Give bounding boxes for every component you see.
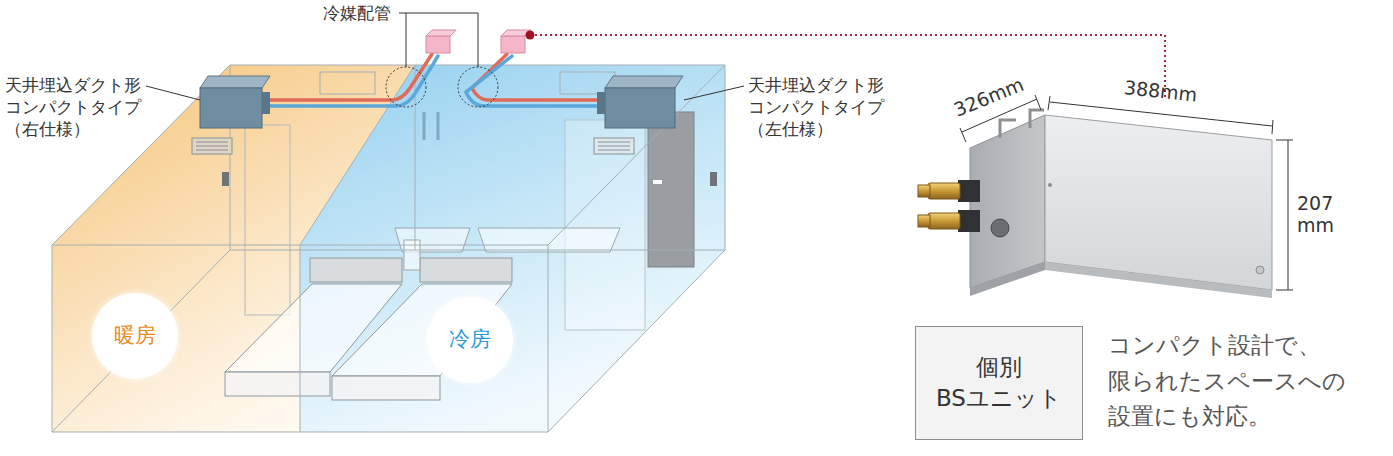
node-text: 個別 BSユニット (935, 352, 1064, 414)
dimension-label: 326mm (950, 71, 1030, 121)
heating-circle: 暖房 (92, 293, 178, 379)
unit-label: 天井埋込ダクト形 コンパクトタイプ （右仕様） (5, 74, 144, 140)
cooling-circle: 冷房 (427, 297, 513, 383)
node-text: 暖房 (113, 323, 158, 348)
dimension-label: 388mm (1123, 76, 1202, 107)
bs-unit-box: 個別 BSユニット (915, 326, 1083, 440)
unit-label: 天井埋込ダクト形 コンパクトタイプ （左仕様） (748, 74, 887, 140)
description-text: コンパクト設計で、 限られたスペースへの 設置にも対応。 (1108, 328, 1349, 435)
pipe-label: 冷媒配管 (323, 2, 394, 24)
node-text: 冷房 (448, 327, 493, 352)
dimension-label: 207 mm (1297, 193, 1338, 237)
